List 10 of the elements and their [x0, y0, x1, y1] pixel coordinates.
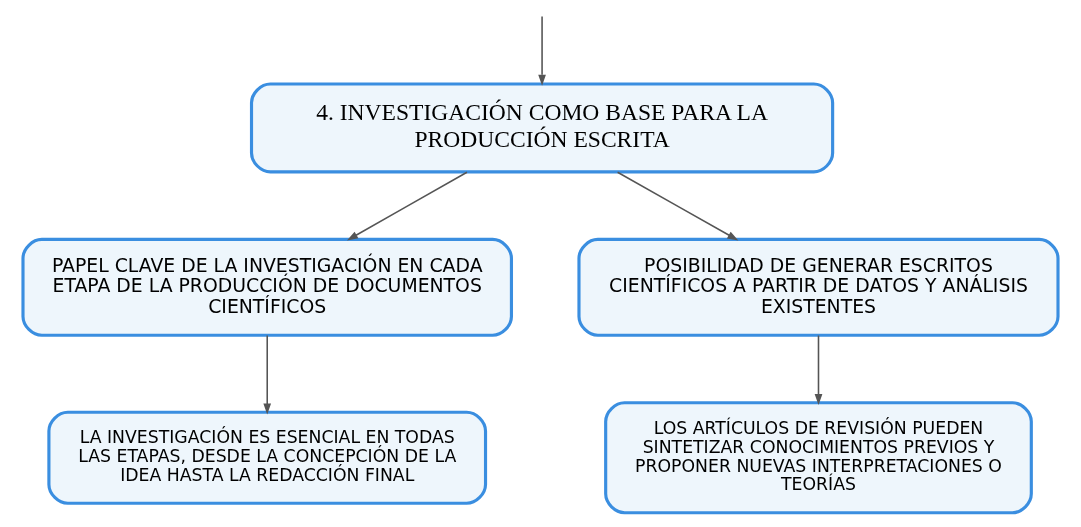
node-box: 4. INVESTIGACIÓN COMO BASE PARA LA PRODUCCIÓN ESCRITA [249, 81, 835, 173]
arrow [814, 334, 823, 405]
node-box: POSIBILIDAD DE GENERAR ESCRITOS CIENTÍFICOS A PARTIR DE DATOS Y ANÁLISIS EXISTENTES [577, 237, 1060, 337]
node-box: LOS ARTÍCULOS DE REVISIÓN PUEDEN SINTETIZAR CONOCIMIENTOS PREVIOS Y PROPONER NUEVAS INTERPRETACIONES O TEORÍAS [604, 400, 1033, 514]
arrow [263, 334, 272, 414]
arrow [616, 170, 739, 240]
arrow [346, 170, 468, 240]
node-box: PAPEL CLAVE DE LA INVESTIGACIÓN EN CADA ETAPA DE LA PRODUCCIÓN DE DOCUMENTOS CIENTÍFICOS [21, 237, 513, 337]
arrow [538, 15, 546, 86]
node-box: LA INVESTIGACIÓN ES ESENCIAL EN TODAS LAS ETAPAS, DESDE LA CONCEPCIÓN DE LA IDEA HASTA LA REDACCIÓN FINAL [47, 410, 488, 505]
